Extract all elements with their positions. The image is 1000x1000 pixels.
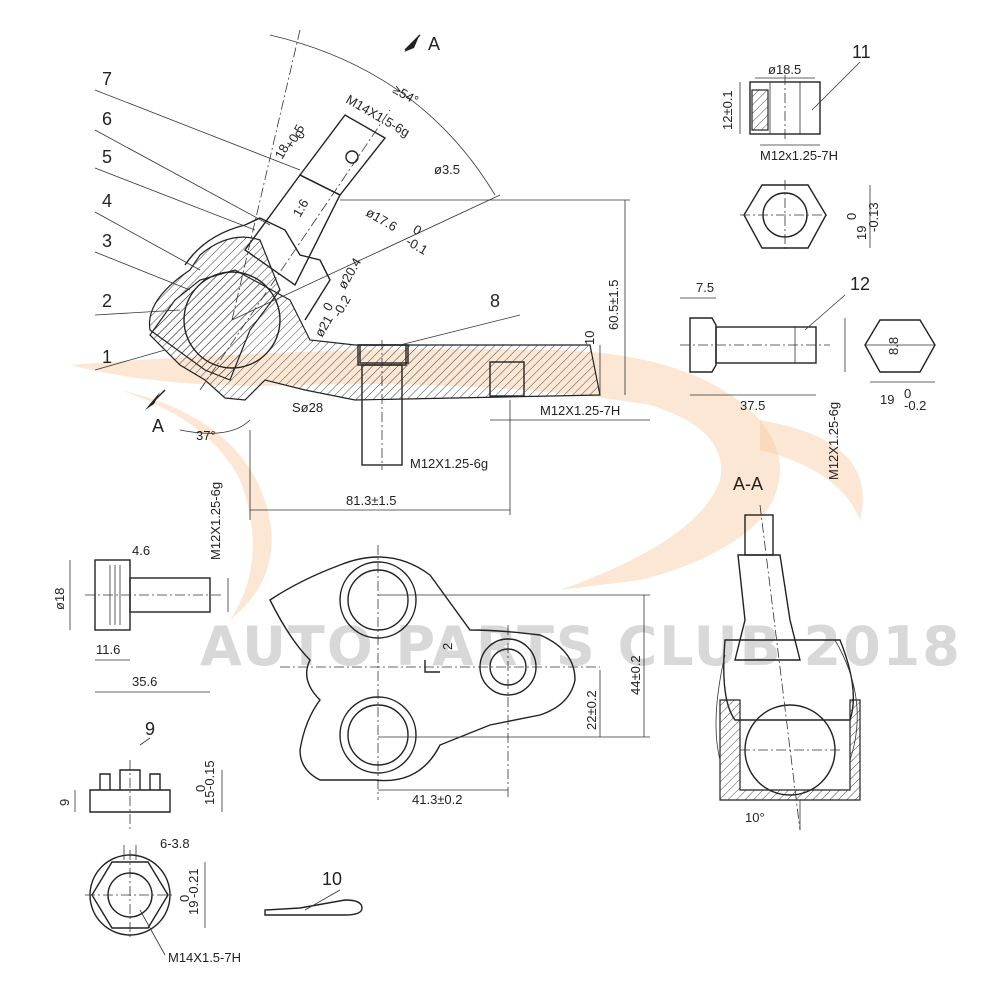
dim-nut9-af2-tol2: -0.21 — [186, 868, 201, 898]
dim-nut9-thread: M14X1.5-7H — [168, 950, 241, 965]
dim-stud-dia: ø18 — [52, 588, 67, 610]
callout-9: 9 — [145, 719, 155, 739]
dim-dia-20-4: ø20.4 — [335, 255, 365, 291]
dim-nut9-h: 9 — [57, 799, 72, 806]
nut-11-view — [739, 61, 871, 252]
watermark-swoosh — [70, 349, 863, 620]
dim-angle-10: 10° — [745, 810, 765, 825]
dim-nut9-af-tol: 0 — [193, 785, 208, 792]
cotter-pin-10-view — [264, 889, 363, 916]
callout-6: 6 — [102, 109, 112, 129]
dim-stud-head: 4.6 — [132, 543, 150, 558]
dim-nut9-af: 15 — [202, 791, 217, 805]
dim-nut11-dia: ø18.5 — [768, 62, 801, 77]
callout-3: 3 — [102, 231, 112, 251]
dim-sphere-28: Sø28 — [292, 400, 323, 415]
section-aa-label: A-A — [733, 474, 763, 494]
dim-bolt12-head-h: 8.8 — [886, 337, 901, 355]
dim-bolt12-af-tol2: -0.2 — [904, 398, 926, 413]
dim-nut9-af-tol2: -0.15 — [202, 760, 217, 790]
dim-len-81-3: 81.3±1.5 — [346, 493, 397, 508]
callout-8: 8 — [490, 291, 500, 311]
dim-height-60-5: 60.5±1.5 — [606, 279, 621, 330]
dim-stud-thread: M12X1.25-6g — [208, 482, 223, 560]
section-aa-view — [715, 504, 861, 831]
dim-thk-10: 10 — [582, 331, 597, 345]
dim-stud-len: 35.6 — [132, 674, 157, 689]
dim-bolt12-thread: M12X1.25-6g — [826, 402, 841, 480]
section-a-bottom: A — [152, 416, 164, 436]
dim-len-18: 18 — [272, 141, 292, 161]
dim-nut9-slots: 6-3.8 — [160, 836, 190, 851]
dim-taper: 1:6 — [290, 196, 312, 219]
dim-bolt12-len: 37.5 — [740, 398, 765, 413]
dim-nut9-af2-tol: 0 — [177, 895, 192, 902]
watermark-text: AUTO PARTS CLUB 2018 — [200, 615, 962, 678]
flange-plan-view — [269, 545, 650, 800]
dim-hole-3-5: ø3.5 — [434, 162, 460, 177]
dim-nut11-af-tol: 0 — [844, 213, 859, 220]
stud-detail-view — [69, 559, 229, 693]
dim-nut9-af2: 19 — [186, 901, 201, 915]
dim-angle-37: 37° — [196, 428, 216, 443]
dim-dia-17-6: ø17.6 — [364, 205, 400, 235]
dim-bolt12-af-tol: 0 — [904, 386, 911, 401]
bolt-12-view — [680, 294, 936, 396]
dim-flange-44: 44±0.2 — [628, 655, 643, 695]
dim-bolt12-af: 19 — [880, 392, 894, 407]
dim-flange-2: 2 — [440, 643, 455, 650]
callout-12: 12 — [850, 274, 870, 294]
dim-nut11-af: 19 — [854, 226, 869, 240]
dim-dia-21: ø21 — [312, 313, 336, 340]
dim-flange-41-3: 41.3±0.2 — [412, 792, 463, 807]
dim-nut11-thread: M12x1.25-7H — [760, 148, 838, 163]
dim-dia-21-tol2: -0.2 — [330, 293, 354, 320]
dim-thread-m12-7h: M12X1.25-7H — [540, 403, 620, 418]
section-a-top: A — [428, 34, 440, 54]
callout-1: 1 — [102, 347, 112, 367]
dim-nut11-height: 12±0.1 — [720, 90, 735, 130]
callout-11: 11 — [852, 42, 871, 62]
callout-5: 5 — [102, 147, 112, 167]
callout-4: 4 — [102, 191, 112, 211]
callout-2: 2 — [102, 291, 112, 311]
dim-flange-22: 22±0.2 — [584, 690, 599, 730]
dim-thread-m12-6g: M12X1.25-6g — [410, 456, 488, 471]
dim-bolt12-head: 7.5 — [696, 280, 714, 295]
dim-dia-17-6-tol2: -0.1 — [404, 234, 431, 258]
dim-stud-knurl: 11.6 — [96, 642, 120, 657]
callout-7: 7 — [102, 69, 112, 89]
callout-10: 10 — [322, 869, 342, 889]
castle-nut-9-view — [74, 737, 223, 956]
main-ball-joint-view — [94, 29, 650, 520]
dim-nut11-af-tol2: -0.13 — [866, 202, 881, 232]
